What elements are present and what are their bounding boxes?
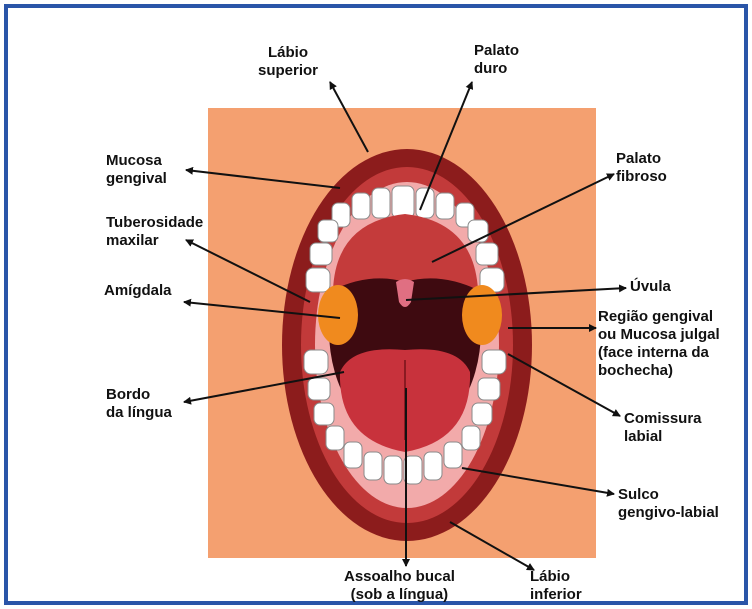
label-amigdala: Amígdala: [104, 282, 172, 300]
tonsil-right: [462, 285, 502, 345]
label-text: Úvula: [630, 278, 671, 296]
label-text: Bordo: [106, 386, 172, 404]
label-text: Lábio: [258, 44, 318, 62]
label-text: Mucosa: [106, 152, 167, 170]
label-text: (sob a língua): [344, 586, 455, 604]
label-comissura-labial: Comissura labial: [624, 410, 702, 446]
label-text: Amígdala: [104, 282, 172, 300]
label-text: superior: [258, 62, 318, 80]
label-assoalho-bucal: Assoalho bucal (sob a língua): [344, 568, 455, 604]
label-sulco-gengivo-labial: Sulco gengivo-labial: [618, 486, 719, 522]
label-text: gengival: [106, 170, 167, 188]
label-text: bochecha): [598, 362, 720, 380]
label-labio-inferior: Lábio inferior: [530, 568, 582, 604]
label-tuberosidade-maxilar: Tuberosidade maxilar: [106, 214, 203, 250]
label-palato-fibroso: Palato fibroso: [616, 150, 667, 186]
label-uvula: Úvula: [630, 278, 671, 296]
tonsil-left: [318, 285, 358, 345]
label-text: da língua: [106, 404, 172, 422]
label-text: inferior: [530, 586, 582, 604]
label-text: ou Mucosa julgal: [598, 326, 720, 344]
label-text: duro: [474, 60, 519, 78]
label-text: Palato: [616, 150, 667, 168]
label-labio-superior: Lábio superior: [258, 44, 318, 80]
label-text: fibroso: [616, 168, 667, 186]
label-text: Lábio: [530, 568, 582, 586]
label-text: maxilar: [106, 232, 203, 250]
label-text: Comissura: [624, 410, 702, 428]
label-text: Tuberosidade: [106, 214, 203, 232]
label-bordo-lingua: Bordo da língua: [106, 386, 172, 422]
label-text: Palato: [474, 42, 519, 60]
label-text: Sulco: [618, 486, 719, 504]
label-regiao-gengival: Região gengival ou Mucosa julgal (face i…: [598, 308, 720, 380]
label-text: (face interna da: [598, 344, 720, 362]
label-text: Região gengival: [598, 308, 720, 326]
label-text: labial: [624, 428, 702, 446]
label-mucosa-gengival: Mucosa gengival: [106, 152, 167, 188]
label-text: gengivo-labial: [618, 504, 719, 522]
label-palato-duro: Palato duro: [474, 42, 519, 78]
label-text: Assoalho bucal: [344, 568, 455, 586]
